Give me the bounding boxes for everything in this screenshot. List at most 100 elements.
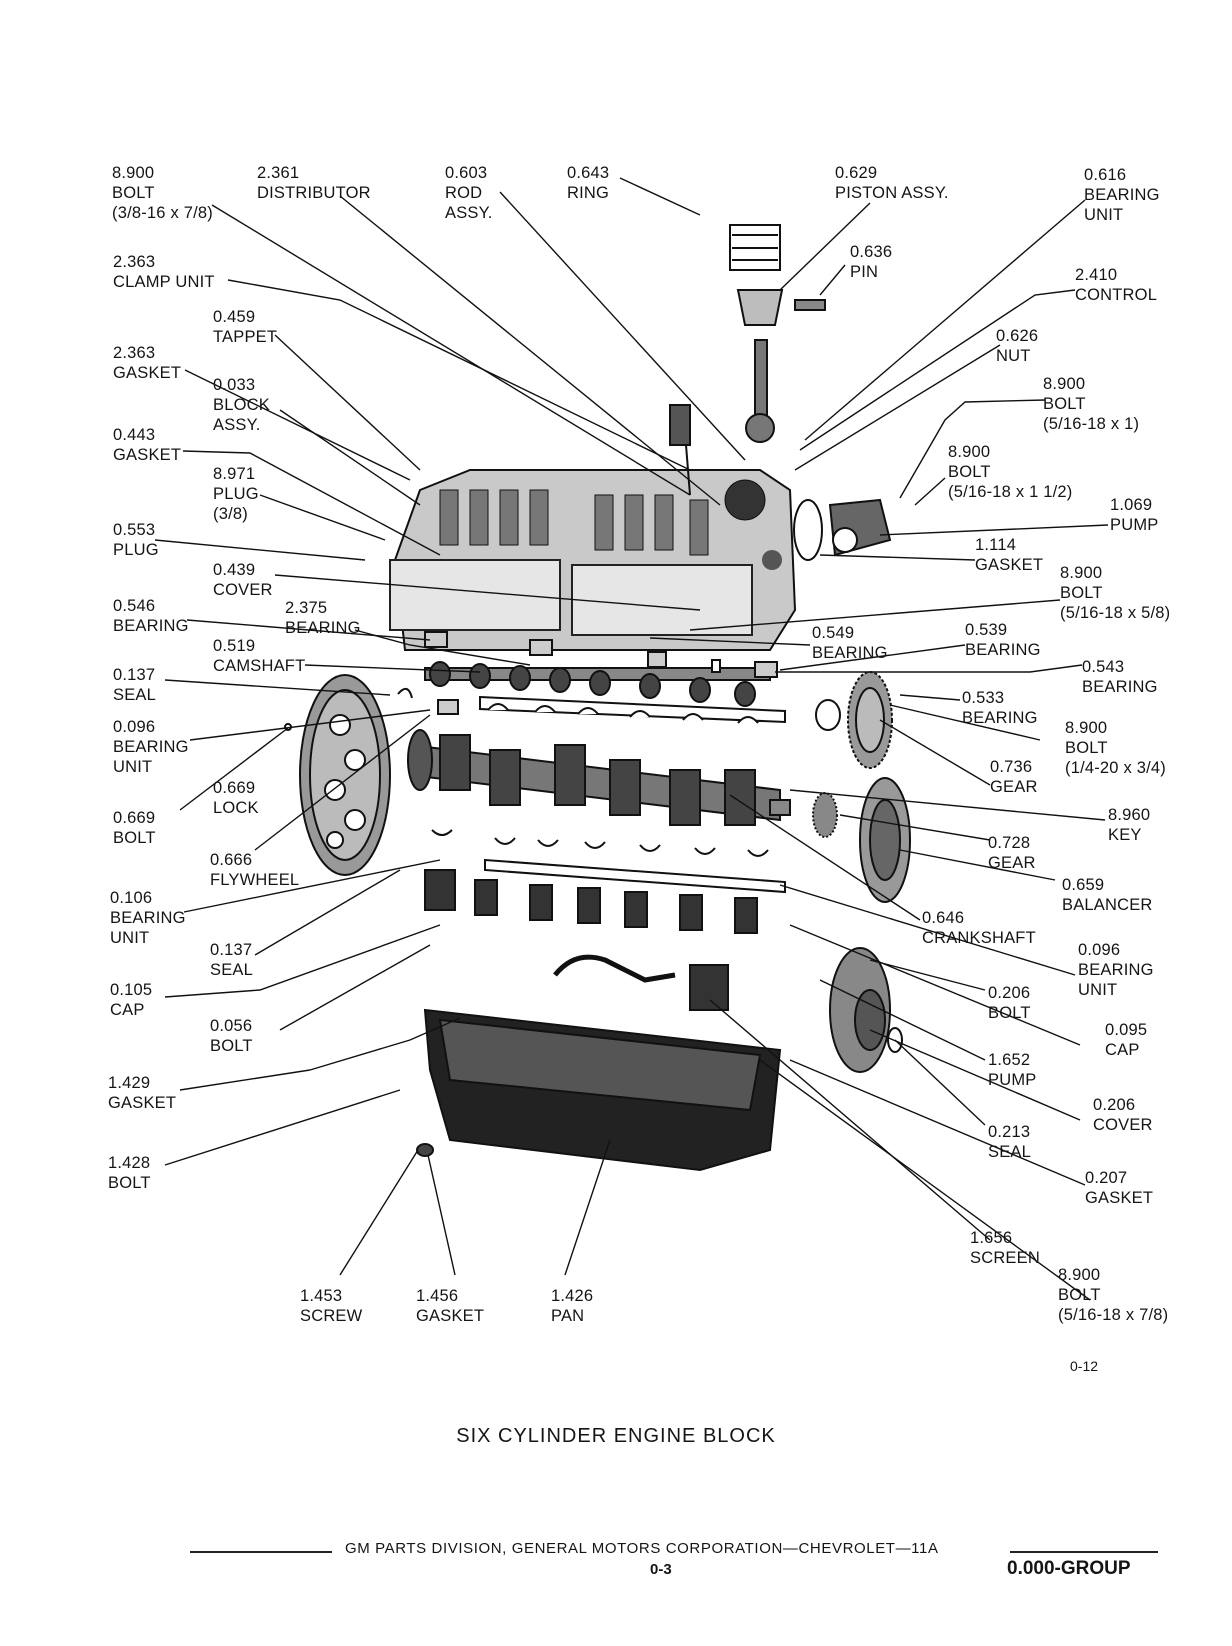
part-name: GASKET [113,364,182,382]
part-number: 0.546 [113,597,156,615]
part-name: PUMP [988,1071,1037,1089]
part-number: 8.900 [1058,1266,1101,1284]
part-number: 1.456 [416,1287,459,1305]
part-name: BOLT [113,829,156,847]
part-number: 2.363 [113,253,156,271]
part-size: (1/4-20 x 3/4) [1065,759,1166,777]
oil-pump-cover-drawing [553,947,903,1073]
part-name: GASKET [416,1307,485,1325]
part-name: BEARING [113,738,189,756]
part-number: 1.652 [988,1051,1031,1069]
footer-rule-right [1010,1551,1158,1553]
part-name: CONTROL [1075,286,1158,304]
part-name: BOLT [988,1004,1031,1022]
part-number: 0.096 [113,718,156,736]
part-name: BOLT [1058,1286,1101,1304]
part-name: NUT [996,347,1031,365]
part-number: 1.069 [1110,496,1153,514]
water-pump-drawing [793,498,892,561]
part-name: SEAL [210,961,253,979]
lower-bearings-drawing [424,829,786,934]
part-name: CRANKSHAFT [922,929,1036,947]
part-number: 0.213 [988,1123,1031,1141]
part-name: BEARING [1082,678,1158,696]
figure-number: 0-12 [1070,1358,1099,1374]
part-number: 0.553 [113,521,156,539]
part-name: BOLT [108,1174,151,1192]
part-name: PAN [551,1307,585,1325]
part-number: 0.137 [113,666,156,684]
part-number: 0.669 [113,809,156,827]
part-number: 8.971 [213,465,256,483]
leader-lines [154,177,1109,1301]
crankshaft-drawing [407,729,791,826]
part-number: 1.656 [970,1229,1013,1247]
part-name: CAP [110,1001,145,1019]
part-name: SEAL [988,1143,1031,1161]
part-name: PLUG [113,541,159,559]
footer-rule-left [190,1551,332,1553]
part-number: 0.643 [567,164,610,182]
part-number: 8.900 [1060,564,1103,582]
part-name: BOLT [210,1037,253,1055]
part-number: 2.361 [257,164,300,182]
part-name: GEAR [990,778,1038,796]
part-name: BEARING [1084,186,1160,204]
part-number: 0.543 [1082,658,1125,676]
part-number: 0.659 [1062,876,1105,894]
part-number: 0.616 [1084,166,1127,184]
part-number: 0.439 [213,561,256,579]
part-name: DISTRIBUTOR [257,184,371,202]
part-number: 8.900 [1065,719,1108,737]
part-name-2: UNIT [1084,206,1124,224]
part-number: 0.105 [110,981,153,999]
part-name: GASKET [975,556,1044,574]
part-name-2: UNIT [113,758,153,776]
part-number: 0.207 [1085,1169,1128,1187]
part-number: 8.900 [112,164,155,182]
part-name: CAMSHAFT [213,657,306,675]
part-number: 1.114 [975,536,1017,554]
part-name: BLOCK [213,396,270,414]
part-name: GEAR [988,854,1036,872]
footer-publisher: GM PARTS DIVISION, GENERAL MOTORS CORPOR… [345,1540,939,1557]
engine-block-drawing [389,469,797,651]
part-name: BALANCER [1062,896,1153,914]
part-name: BEARING [962,709,1038,727]
group-number: 0.000-GROUP [1007,1558,1131,1579]
page-number: 0-3 [650,1561,672,1578]
upper-bearings-drawing [479,695,786,724]
part-number: 0.443 [113,426,156,444]
part-number: 0.459 [213,308,256,326]
part-name: BEARING [965,641,1041,659]
part-number: 0.096 [1078,941,1121,959]
